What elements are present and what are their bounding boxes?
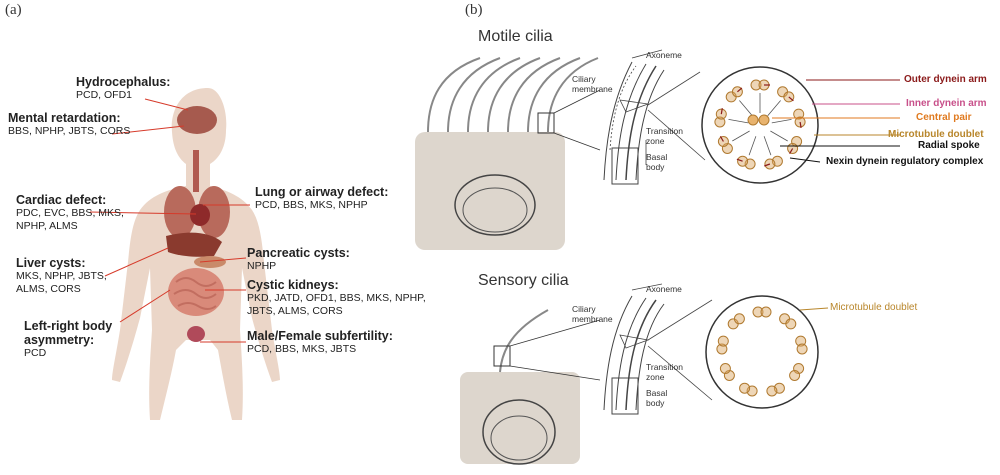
legend-outer-dynein-arm: Outer dynein arm — [904, 74, 987, 85]
microtubule-doublet — [750, 79, 770, 113]
condition-fertility: Male/Female subfertility: PCD, BBS, MKS,… — [247, 329, 393, 356]
condition-genes: PDC, EVC, BBS, MKS, — [16, 207, 124, 219]
condition-genes: JBTS, ALMS, CORS — [247, 305, 343, 317]
condition-genes: NPHP, ALMS — [16, 220, 78, 232]
motile-transition-label: Transition zone — [646, 126, 683, 146]
condition-title: Lung or airway defect: — [255, 185, 389, 199]
condition-title: Mental retardation: — [8, 111, 121, 125]
condition-genes: PCD, BBS, MKS, JBTS — [247, 343, 357, 355]
sensory-transition-label: Transition zone — [646, 362, 683, 382]
microtubule-doublet — [719, 363, 735, 381]
sensory-cell — [460, 309, 601, 465]
motile-cilium-zoom — [603, 49, 706, 185]
condition-leftright: Left-right body asymmetry: PCD — [24, 319, 112, 360]
label-line: body — [646, 162, 665, 172]
sensory-cilium-zoom — [603, 283, 713, 415]
sensory-axoneme-cross-section — [705, 295, 819, 409]
reproductive-organ — [187, 326, 205, 342]
microtubule-doublet — [736, 136, 757, 170]
condition-title: Left-right body — [24, 319, 113, 333]
right-lung — [198, 186, 230, 238]
heart — [190, 204, 210, 226]
panel-a-label: (a) — [5, 2, 22, 18]
condition-title: Hydrocephalus: — [76, 75, 171, 89]
label-line: body — [646, 398, 665, 408]
legend-central-pair: Central pair — [916, 112, 972, 123]
sensory-axoneme-label: Axoneme — [646, 284, 682, 294]
microtubule-doublet — [779, 313, 797, 330]
left-lung — [164, 186, 196, 238]
organs — [164, 106, 230, 342]
legend-microtubule-doublet: Microtubule doublet — [888, 129, 984, 140]
condition-mental: Mental retardation: BBS, NPHP, JBTS, COR… — [8, 111, 130, 138]
condition-genes: BBS, NPHP, JBTS, CORS — [8, 125, 131, 137]
label-line: Transition — [646, 126, 684, 136]
label-line: Basal — [646, 152, 668, 162]
label-line: Ciliary — [572, 74, 596, 84]
microtubule-doublet — [752, 306, 772, 318]
panel-b-label: (b) — [465, 2, 483, 18]
condition-genes: PCD, BBS, MKS, NPHP — [255, 199, 368, 211]
condition-genes: PCD, OFD1 — [76, 89, 133, 101]
microtubule-doublet — [717, 130, 750, 154]
motile-basal-label: Basal body — [646, 152, 667, 172]
condition-title-line2: asymmetry: — [24, 333, 95, 347]
sensory-basal-label: Basal body — [646, 388, 667, 408]
condition-title: Cardiac defect: — [16, 193, 107, 207]
pancreas — [194, 256, 226, 268]
microtubule-doublet — [727, 313, 745, 330]
condition-kidney: Cystic kidneys: PKD, JATD, OFD1, BBS, MK… — [247, 278, 426, 318]
sensory-membrane-label: Ciliary membrane — [572, 304, 613, 324]
microtubule-doublet — [771, 108, 806, 129]
motile-membrane-label: Ciliary membrane — [572, 74, 613, 94]
condition-lung: Lung or airway defect: PCD, BBS, MKS, NP… — [255, 185, 388, 212]
pointer-lines — [89, 98, 250, 343]
sensory-cilia-title: Sensory cilia — [478, 272, 569, 289]
motile-cilia-title: Motile cilia — [478, 28, 553, 45]
condition-genes: ALMS, CORS — [16, 283, 81, 295]
microtubule-doublet — [789, 363, 805, 381]
condition-title: Cystic kidneys: — [247, 278, 339, 292]
label-line: zone — [646, 372, 665, 382]
microtubule-doublet — [725, 86, 753, 117]
condition-pancreatic: Pancreatic cysts: NPHP — [247, 246, 350, 273]
motile-legend-pointers — [772, 79, 900, 163]
sensory-legend-pointer — [799, 307, 829, 311]
trachea — [193, 150, 199, 192]
motile-axoneme-label: Axoneme — [646, 50, 682, 60]
liver — [166, 232, 222, 257]
condition-genes: PCD — [24, 347, 47, 359]
condition-title: Liver cysts: — [16, 256, 86, 270]
label-line: zone — [646, 136, 665, 146]
condition-cardiac: Cardiac defect: PDC, EVC, BBS, MKS, NPHP… — [16, 193, 124, 233]
condition-hydrocephalus: Hydrocephalus: PCD, OFD1 — [76, 75, 170, 102]
label-line: membrane — [572, 314, 613, 324]
microtubule-doublet — [739, 382, 758, 397]
microtubule-doublet — [766, 382, 785, 397]
legend-radial-spoke: Radial spoke — [918, 140, 980, 151]
condition-genes: PKD, JATD, OFD1, BBS, MKS, NPHP, — [247, 292, 426, 304]
microtubule-doublet — [716, 335, 729, 355]
legend-inner-dynein-arm: Inner dynein arm — [906, 98, 987, 109]
motile-cell — [415, 57, 601, 250]
sensory-legend-microtubule-doublet: Microtubule doublet — [830, 302, 918, 313]
condition-genes: NPHP — [247, 260, 277, 272]
microtubule-doublet — [795, 335, 808, 355]
legend-nexin-complex: Nexin dynein regulatory complex — [826, 156, 984, 167]
motile-axoneme-cross-section — [701, 66, 819, 184]
label-line: Ciliary — [572, 304, 596, 314]
condition-title: Male/Female subfertility: — [247, 329, 393, 343]
microtubule-doublet — [767, 86, 795, 117]
condition-liver: Liver cysts: MKS, NPHP, JBTS, ALMS, CORS — [16, 256, 107, 296]
brain — [177, 106, 217, 134]
label-line: Basal — [646, 388, 668, 398]
label-line: membrane — [572, 84, 613, 94]
condition-genes: MKS, NPHP, JBTS, — [16, 270, 107, 282]
condition-title: Pancreatic cysts: — [247, 246, 350, 260]
label-line: Transition — [646, 362, 684, 372]
microtubule-doublet — [763, 136, 783, 170]
microtubule-doublet — [714, 108, 749, 128]
